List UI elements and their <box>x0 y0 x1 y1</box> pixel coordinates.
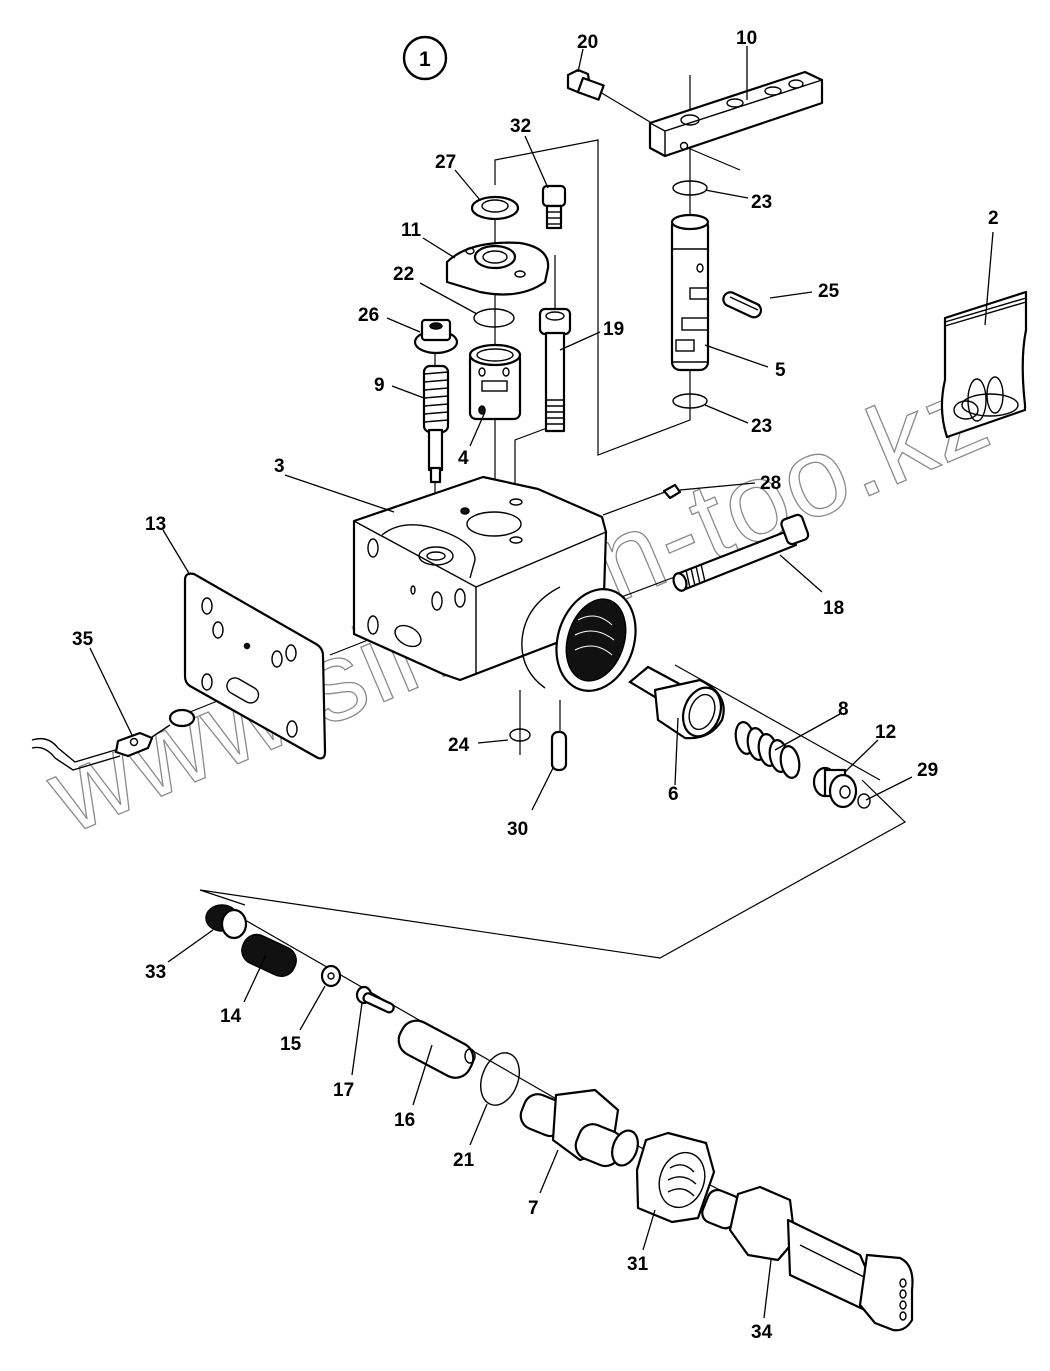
callout-7[interactable]: 7 <box>528 1198 539 1219</box>
callout-25[interactable]: 25 <box>818 281 840 302</box>
view-badge-circle <box>402 35 448 81</box>
callout-11[interactable]: 11 <box>401 220 422 241</box>
callout-27[interactable]: 27 <box>435 152 456 173</box>
part-7-adapter-fitting[interactable] <box>517 1088 643 1170</box>
part-9-threaded-stud[interactable] <box>422 364 450 484</box>
callout-23-lower[interactable]: 23 <box>751 416 772 437</box>
part-24-o-ring-small[interactable] <box>509 728 531 742</box>
callout-4[interactable]: 4 <box>458 448 469 469</box>
callout-6[interactable]: 6 <box>668 784 679 805</box>
callout-2[interactable]: 2 <box>988 208 999 229</box>
callout-24[interactable]: 24 <box>448 735 470 756</box>
callout-5[interactable]: 5 <box>775 360 786 381</box>
callout-31[interactable]: 31 <box>627 1254 649 1275</box>
view-badge-label: 1 <box>419 48 431 71</box>
part-19-long-socket-screw[interactable] <box>538 307 572 433</box>
part-30-dowel-pin[interactable] <box>550 730 568 772</box>
part-35-cable-lug[interactable] <box>31 708 196 771</box>
callout-8[interactable]: 8 <box>838 699 849 720</box>
part-11-flange-cover[interactable] <box>445 241 550 296</box>
part-10-lever-arm[interactable] <box>648 70 824 158</box>
part-2-seal-kit-bag[interactable] <box>940 290 1028 439</box>
part-4-bushing[interactable] <box>468 343 522 421</box>
part-3-valve-body[interactable] <box>352 475 648 701</box>
callout-15[interactable]: 15 <box>280 1034 302 1055</box>
part-14-spring-small[interactable] <box>237 930 300 981</box>
callout-22[interactable]: 22 <box>393 264 414 285</box>
callout-30[interactable]: 30 <box>507 819 528 840</box>
callout-3[interactable]: 3 <box>274 456 285 477</box>
part-28-plug[interactable] <box>662 483 682 500</box>
callout-13[interactable]: 13 <box>145 514 166 535</box>
part-26-flange-nut[interactable] <box>413 318 459 355</box>
part-18-bolt[interactable] <box>671 513 810 592</box>
callout-19[interactable]: 19 <box>603 319 624 340</box>
part-32-socket-cap-screw[interactable] <box>541 184 567 230</box>
callout-21[interactable]: 21 <box>453 1150 475 1171</box>
callout-18[interactable]: 18 <box>823 598 844 619</box>
callout-9[interactable]: 9 <box>374 375 385 396</box>
view-badge: 1 <box>402 35 448 81</box>
callout-33[interactable]: 33 <box>145 962 166 983</box>
part-31-hex-nut[interactable] <box>635 1131 716 1224</box>
part-25-pin[interactable] <box>721 290 763 320</box>
part-34-sensor-probe[interactable] <box>699 1185 914 1332</box>
part-6-piston[interactable] <box>628 665 727 742</box>
callout-34[interactable]: 34 <box>751 1322 773 1343</box>
part-8-spring[interactable] <box>733 721 801 780</box>
part-17-needle[interactable] <box>355 985 395 1014</box>
part-15-washer-small[interactable] <box>320 964 342 988</box>
part-27-washer[interactable] <box>470 195 520 221</box>
part-13-gasket-plate[interactable] <box>183 572 327 760</box>
part-20-hex-bolt[interactable] <box>566 68 605 101</box>
part-23-o-ring-lower[interactable] <box>672 393 708 409</box>
callout-labels: 20 10 23 32 27 11 22 26 19 25 5 23 9 4 2… <box>72 28 999 1343</box>
callout-20[interactable]: 20 <box>577 32 598 53</box>
part-23-o-ring-upper[interactable] <box>672 180 708 196</box>
callout-10[interactable]: 10 <box>736 28 757 49</box>
part-29-retaining-ring[interactable] <box>857 793 871 809</box>
part-21-o-ring-large[interactable] <box>474 1047 526 1110</box>
callout-28[interactable]: 28 <box>760 473 781 494</box>
callout-29[interactable]: 29 <box>917 760 938 781</box>
part-33-cap[interactable] <box>205 904 248 940</box>
leader-lines <box>89 46 994 1319</box>
callout-35[interactable]: 35 <box>72 629 94 650</box>
part-16-sleeve[interactable] <box>393 1015 479 1083</box>
part-22-o-ring[interactable] <box>473 308 515 328</box>
callout-14[interactable]: 14 <box>220 1006 242 1027</box>
callout-16[interactable]: 16 <box>394 1110 415 1131</box>
callout-12[interactable]: 12 <box>875 722 896 743</box>
callout-23-upper[interactable]: 23 <box>751 192 772 213</box>
callout-26[interactable]: 26 <box>358 305 379 326</box>
callout-32[interactable]: 32 <box>510 116 531 137</box>
part-5-valve-spool[interactable] <box>670 213 710 372</box>
callout-17[interactable]: 17 <box>333 1080 354 1101</box>
part-12-spring-seat[interactable] <box>812 766 858 809</box>
